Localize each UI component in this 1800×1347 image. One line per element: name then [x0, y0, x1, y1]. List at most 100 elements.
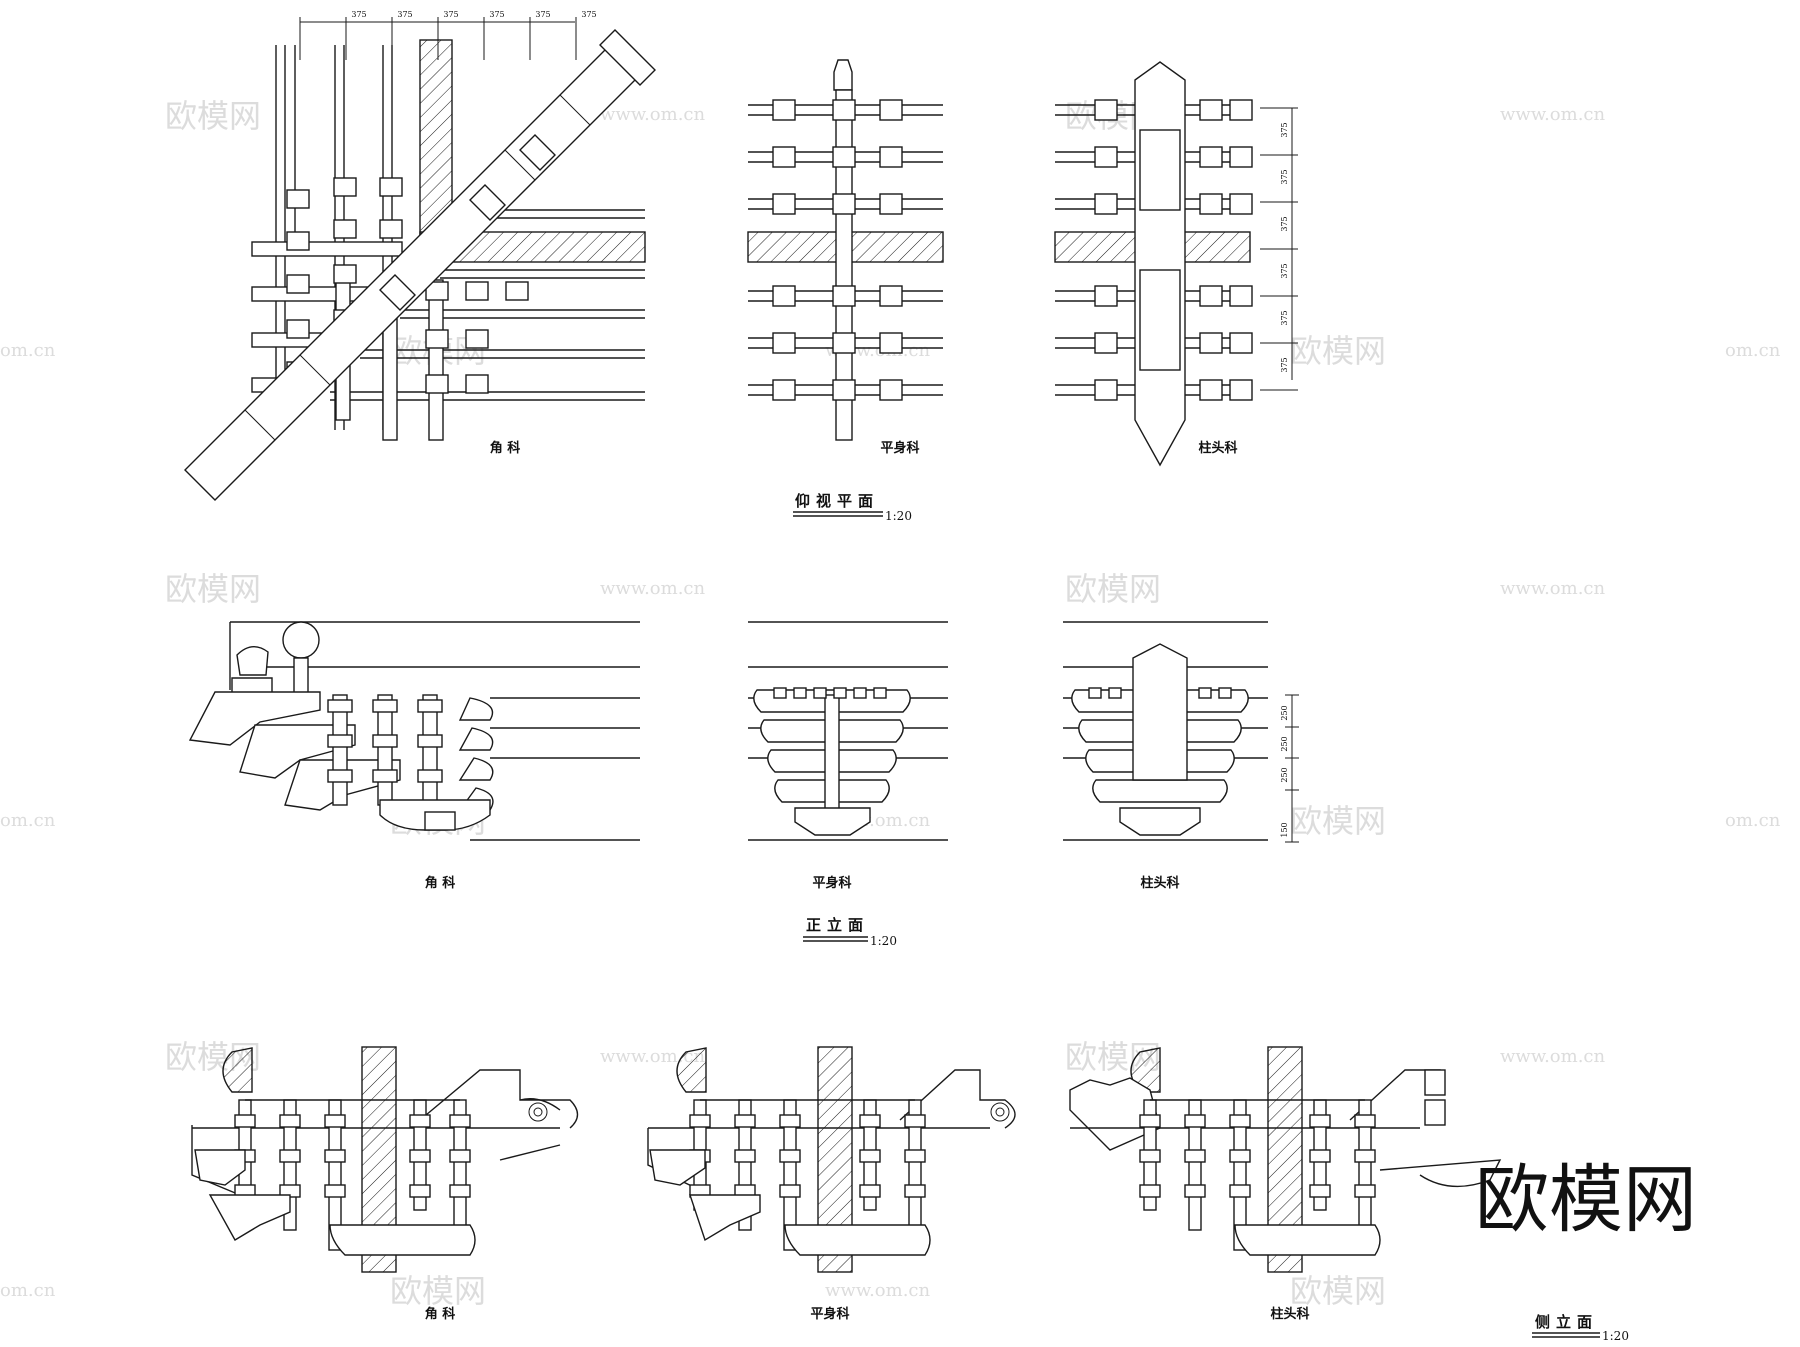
side-section: 角 科 平身科 柱头科	[191, 1046, 1629, 1343]
plan-section-title: 仰视平面	[795, 492, 879, 510]
bracket-cap	[279, 1149, 301, 1163]
column-head-beam	[1134, 61, 1186, 467]
front-section: 角 科 平身科 250 250 250	[188, 621, 1299, 948]
ornament-vase	[236, 646, 269, 676]
bracket-block	[286, 319, 310, 339]
bracket-block	[1094, 99, 1118, 121]
bracket-cap	[734, 1149, 756, 1163]
watermark-url: www.om.cn	[1500, 104, 1606, 125]
bracket-cap	[449, 1114, 471, 1128]
corner-bracket-label: 角 科	[425, 1306, 456, 1322]
bracket-block	[1229, 332, 1253, 354]
bracket-cap	[853, 687, 867, 699]
bracket-block	[1094, 146, 1118, 168]
side-intermediate-bracket: 平身科	[647, 1046, 1016, 1322]
bracket-cap	[1309, 1114, 1331, 1128]
bracket-block	[772, 379, 796, 401]
bracket-block	[465, 329, 489, 349]
bracket-cap	[1139, 1114, 1161, 1128]
bracket-block	[505, 281, 529, 301]
bracket-cap	[1309, 1184, 1331, 1198]
bracket-block	[1229, 146, 1253, 168]
bracket-cap	[779, 1184, 801, 1198]
bracket-cap	[449, 1149, 471, 1163]
bracket-cap	[1108, 687, 1122, 699]
diagonal-block	[519, 134, 556, 171]
bracket-block	[772, 193, 796, 215]
bracket-cap	[234, 1114, 256, 1128]
bracket-block	[879, 146, 903, 168]
roof-brace	[899, 1069, 1016, 1129]
bracket-cap	[1184, 1184, 1206, 1198]
bracket-cap	[873, 687, 887, 699]
bracket-arm	[458, 757, 494, 781]
front-corner-bracket: 角 科	[188, 621, 640, 891]
beam-divider	[244, 409, 276, 441]
bracket-cap	[327, 699, 353, 713]
column-head-bracket-label: 柱头科	[1270, 1306, 1309, 1322]
hanging-post	[1424, 1099, 1446, 1126]
front-section-title: 正立面	[806, 916, 869, 934]
dimension-label: 375	[1280, 310, 1289, 325]
cantilever-arm	[208, 1194, 291, 1241]
bracket-block	[832, 193, 856, 215]
dimension-label: 375	[1280, 263, 1289, 278]
cross-arm	[251, 286, 373, 302]
bracket-cap	[779, 1149, 801, 1163]
dimension-label: 250	[1280, 705, 1289, 720]
cross-arm	[251, 241, 403, 257]
column-head-bracket-label: 柱头科	[1140, 875, 1179, 891]
dimension-label: 375	[489, 10, 504, 19]
bracket-block	[286, 274, 310, 294]
bracket-cap	[409, 1114, 431, 1128]
bracket-block	[333, 264, 357, 284]
plan-corner-bracket: 375 375 375 375 375 375	[184, 10, 656, 501]
column-block	[1139, 129, 1181, 211]
bracket-block	[333, 177, 357, 197]
bracket-block	[772, 99, 796, 121]
brand-logo: 欧模网	[1475, 1157, 1697, 1243]
watermark-url-fragment: om.cn	[0, 1280, 56, 1301]
plan-section: 375 375 375 375 375 375	[184, 10, 1298, 523]
bracket-cap	[1354, 1149, 1376, 1163]
bracket-block	[1094, 332, 1118, 354]
bracket-block	[832, 99, 856, 121]
watermark-url-fragment: om.cn	[1725, 340, 1781, 361]
intermediate-bracket-label: 平身科	[880, 440, 919, 456]
base-block	[1234, 1224, 1381, 1256]
bracket-arm	[458, 727, 494, 751]
bracket-block	[1229, 285, 1253, 307]
bracket-cap	[833, 687, 847, 699]
base-block	[329, 1224, 476, 1256]
bracket-block	[425, 329, 449, 349]
beam-end-cap	[599, 29, 656, 86]
column-block	[1139, 269, 1181, 371]
bracket-block	[1229, 99, 1253, 121]
intermediate-bracket-label: 平身科	[810, 1306, 849, 1322]
corner-bracket-label: 角 科	[425, 875, 456, 891]
bracket-cap	[859, 1149, 881, 1163]
watermark-brand: 欧模网	[1290, 1272, 1386, 1310]
cloud-scroll	[519, 1098, 561, 1111]
bracket-cap	[904, 1114, 926, 1128]
bracket-cap	[1354, 1184, 1376, 1198]
bracket-block	[879, 285, 903, 307]
dimension-label: 375	[397, 10, 412, 19]
bracket-cap	[734, 1114, 756, 1128]
watermark-url: www.om.cn	[1500, 1046, 1606, 1067]
plan-intermediate-bracket: 平身科	[747, 59, 944, 456]
bracket-block	[879, 332, 903, 354]
cantilever-arm	[689, 1194, 761, 1242]
bracket-block	[879, 99, 903, 121]
bracket-block	[1229, 379, 1253, 401]
cantilever-arm	[649, 1149, 706, 1186]
base-block	[784, 1224, 931, 1256]
bracket-arm	[1092, 779, 1228, 803]
cloud-scroll-ornament	[995, 1107, 1005, 1117]
cantilever-arm	[188, 691, 321, 746]
dimension-label: 375	[535, 10, 550, 19]
ornament-ball	[282, 621, 320, 659]
eave-outline	[191, 1125, 241, 1196]
bracket-block	[832, 285, 856, 307]
